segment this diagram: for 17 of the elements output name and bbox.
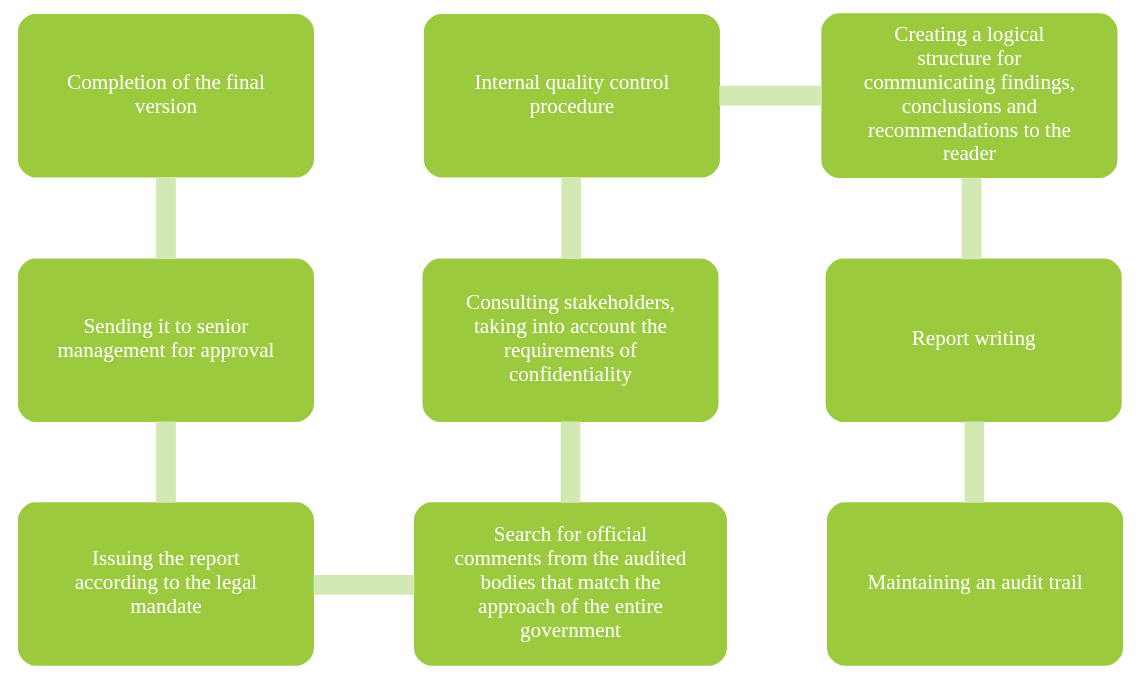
node-box: Internal quality control procedure: [423, 13, 720, 178]
connector: [964, 421, 984, 503]
connector: [313, 574, 414, 595]
node-box: Issuing the report according to the legal mandate: [17, 502, 314, 666]
node-box: Maintaining an audit trail: [826, 502, 1123, 666]
connector: [718, 85, 822, 106]
connector: [560, 421, 580, 503]
connector: [560, 177, 581, 260]
node-box: Completion of the final version: [17, 13, 314, 178]
node-box: Report writing: [825, 258, 1122, 422]
connector: [961, 177, 981, 260]
node-box: Creating a logical structure for communicating findings, conclusions and recommendations to the reader: [820, 13, 1117, 179]
node-box: Consulting stakeholders, taking into account the requirements of confidentiality: [422, 258, 718, 422]
node-box: Sending it to senior management for approval: [17, 258, 314, 422]
node-box: Search for official comments from the audited bodies that match the approach of the entire government: [413, 502, 727, 666]
connector: [155, 421, 176, 503]
connector: [155, 177, 176, 260]
